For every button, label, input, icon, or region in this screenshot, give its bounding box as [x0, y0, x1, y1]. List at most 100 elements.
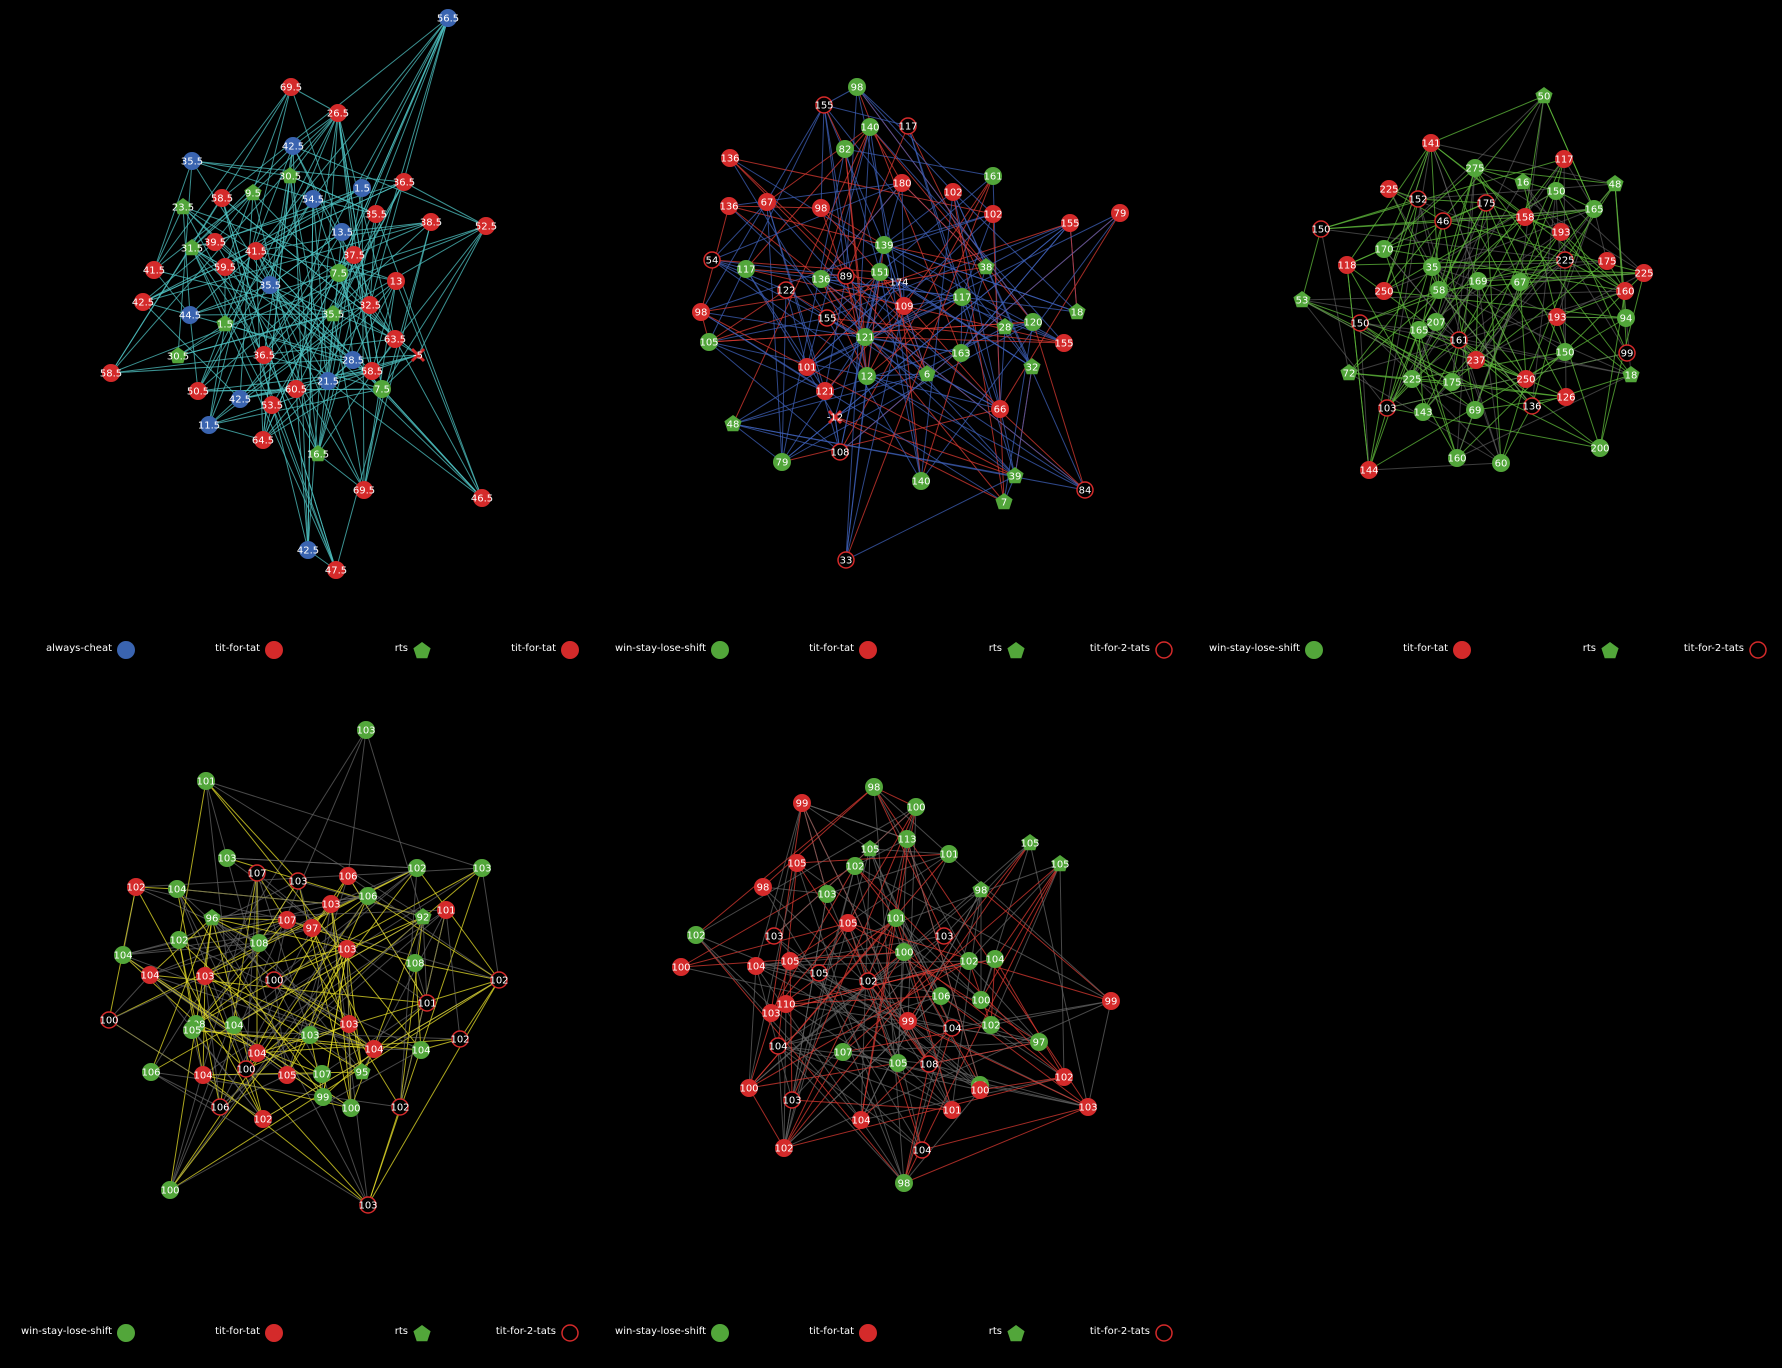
node-label: 98 — [815, 204, 828, 215]
edge — [952, 191, 1078, 313]
edge — [864, 296, 963, 338]
edge — [297, 880, 352, 1109]
wsls-node-marker — [1466, 159, 1484, 177]
node: 165 — [1409, 321, 1429, 339]
edge — [1386, 329, 1420, 409]
node-label: 94 — [1620, 314, 1633, 325]
node-label: 105 — [1020, 839, 1039, 850]
tit-for-tat-node-marker — [1422, 134, 1440, 152]
rts-node-marker — [183, 239, 201, 256]
wsls-node-marker — [142, 1063, 160, 1081]
wsls-node-marker — [812, 270, 830, 288]
edge — [791, 1099, 953, 1111]
tit-for-2-tats-node-marker — [899, 117, 917, 135]
node-label: 104 — [167, 885, 186, 896]
edge — [1014, 366, 1033, 477]
edge — [395, 280, 483, 499]
node: 58.5 — [361, 362, 383, 380]
node-label: 66 — [994, 405, 1007, 416]
node: 56.5 — [437, 9, 459, 27]
node: 169 — [1468, 272, 1488, 290]
node-label: 101 — [942, 1106, 961, 1117]
node: 144 — [1359, 461, 1379, 479]
node-label: 7.5 — [331, 269, 347, 280]
node: 28 — [996, 318, 1014, 335]
node: 42.5 — [297, 541, 319, 559]
edge — [327, 380, 483, 499]
edge — [178, 939, 323, 1075]
edge — [856, 86, 1034, 323]
edge — [785, 289, 1086, 491]
edge — [1522, 181, 1558, 318]
node-label: 108 — [405, 959, 424, 970]
tit-for-tat-node-marker — [1360, 461, 1378, 479]
node-label: 63.5 — [384, 335, 406, 346]
node: 32 — [1023, 358, 1041, 375]
wsls-node-marker — [836, 140, 854, 158]
node: 207 — [1426, 313, 1446, 331]
edge — [990, 1000, 1112, 1026]
node: 113 — [897, 830, 917, 848]
node-label: 50 — [1538, 92, 1551, 103]
edge — [221, 197, 419, 356]
edge — [195, 895, 369, 1025]
edge — [219, 927, 313, 1108]
node-label: 106 — [358, 892, 377, 903]
edge — [191, 160, 271, 286]
node: 67 — [758, 193, 776, 211]
wsls-node-marker — [314, 1088, 332, 1106]
edge — [732, 423, 783, 463]
edge — [951, 889, 982, 1111]
edge — [292, 145, 371, 306]
edge — [245, 1023, 350, 1070]
node: 160 — [1615, 282, 1635, 300]
wsls-node-marker — [818, 885, 836, 903]
tit-for-tat-node-marker — [1467, 351, 1485, 369]
legend-label: tit-for-2-tats — [495, 1326, 556, 1337]
legend-marker-icon — [1305, 641, 1323, 659]
tit-for-tat-node-marker — [213, 189, 231, 207]
edge — [226, 857, 418, 869]
node-label: 100 — [894, 948, 913, 959]
node: 82 — [836, 140, 854, 158]
wsls-node-marker — [895, 943, 913, 961]
edge — [1556, 208, 1595, 318]
edge — [873, 786, 970, 962]
rts-node-marker — [1051, 855, 1069, 872]
edge — [317, 254, 355, 455]
edge — [773, 935, 981, 1091]
node-label: 150 — [1555, 348, 1574, 359]
edge — [286, 895, 369, 1076]
tit-for-2-tats-node-marker — [451, 1030, 469, 1048]
rts-node-marker — [996, 318, 1014, 335]
node-label: 140 — [911, 477, 930, 488]
edge — [796, 862, 1040, 1043]
tit-for-2-tats-node-marker — [391, 1098, 409, 1116]
node: 100 — [236, 1060, 256, 1078]
edge — [1029, 842, 1089, 1108]
node: 225 — [1634, 264, 1654, 282]
tit-for-tat-node-marker — [1552, 223, 1570, 241]
edge — [150, 1071, 221, 1108]
edge — [422, 916, 428, 1004]
node-label: 28 — [999, 323, 1012, 334]
wsls-node-marker — [953, 288, 971, 306]
edge — [481, 867, 500, 981]
node-label: 107 — [277, 916, 296, 927]
tit-for-2-tats-node-marker — [818, 309, 836, 327]
tit-for-tat-node-marker — [721, 149, 739, 167]
node: 30.5 — [167, 347, 189, 364]
edge — [327, 187, 363, 382]
node: 101 — [196, 772, 216, 790]
edge — [221, 197, 337, 571]
node-label: 108 — [919, 1060, 938, 1071]
edge — [796, 862, 905, 1184]
edge — [1359, 322, 1370, 471]
node-label: 13.5 — [331, 228, 353, 239]
node: 103 — [1078, 1098, 1098, 1116]
node-label: 103 — [358, 1201, 377, 1212]
edge — [791, 806, 917, 1101]
node-label: 42.5 — [132, 298, 154, 309]
rts-node-marker — [1340, 364, 1358, 381]
node-label: 48 — [1609, 180, 1622, 191]
